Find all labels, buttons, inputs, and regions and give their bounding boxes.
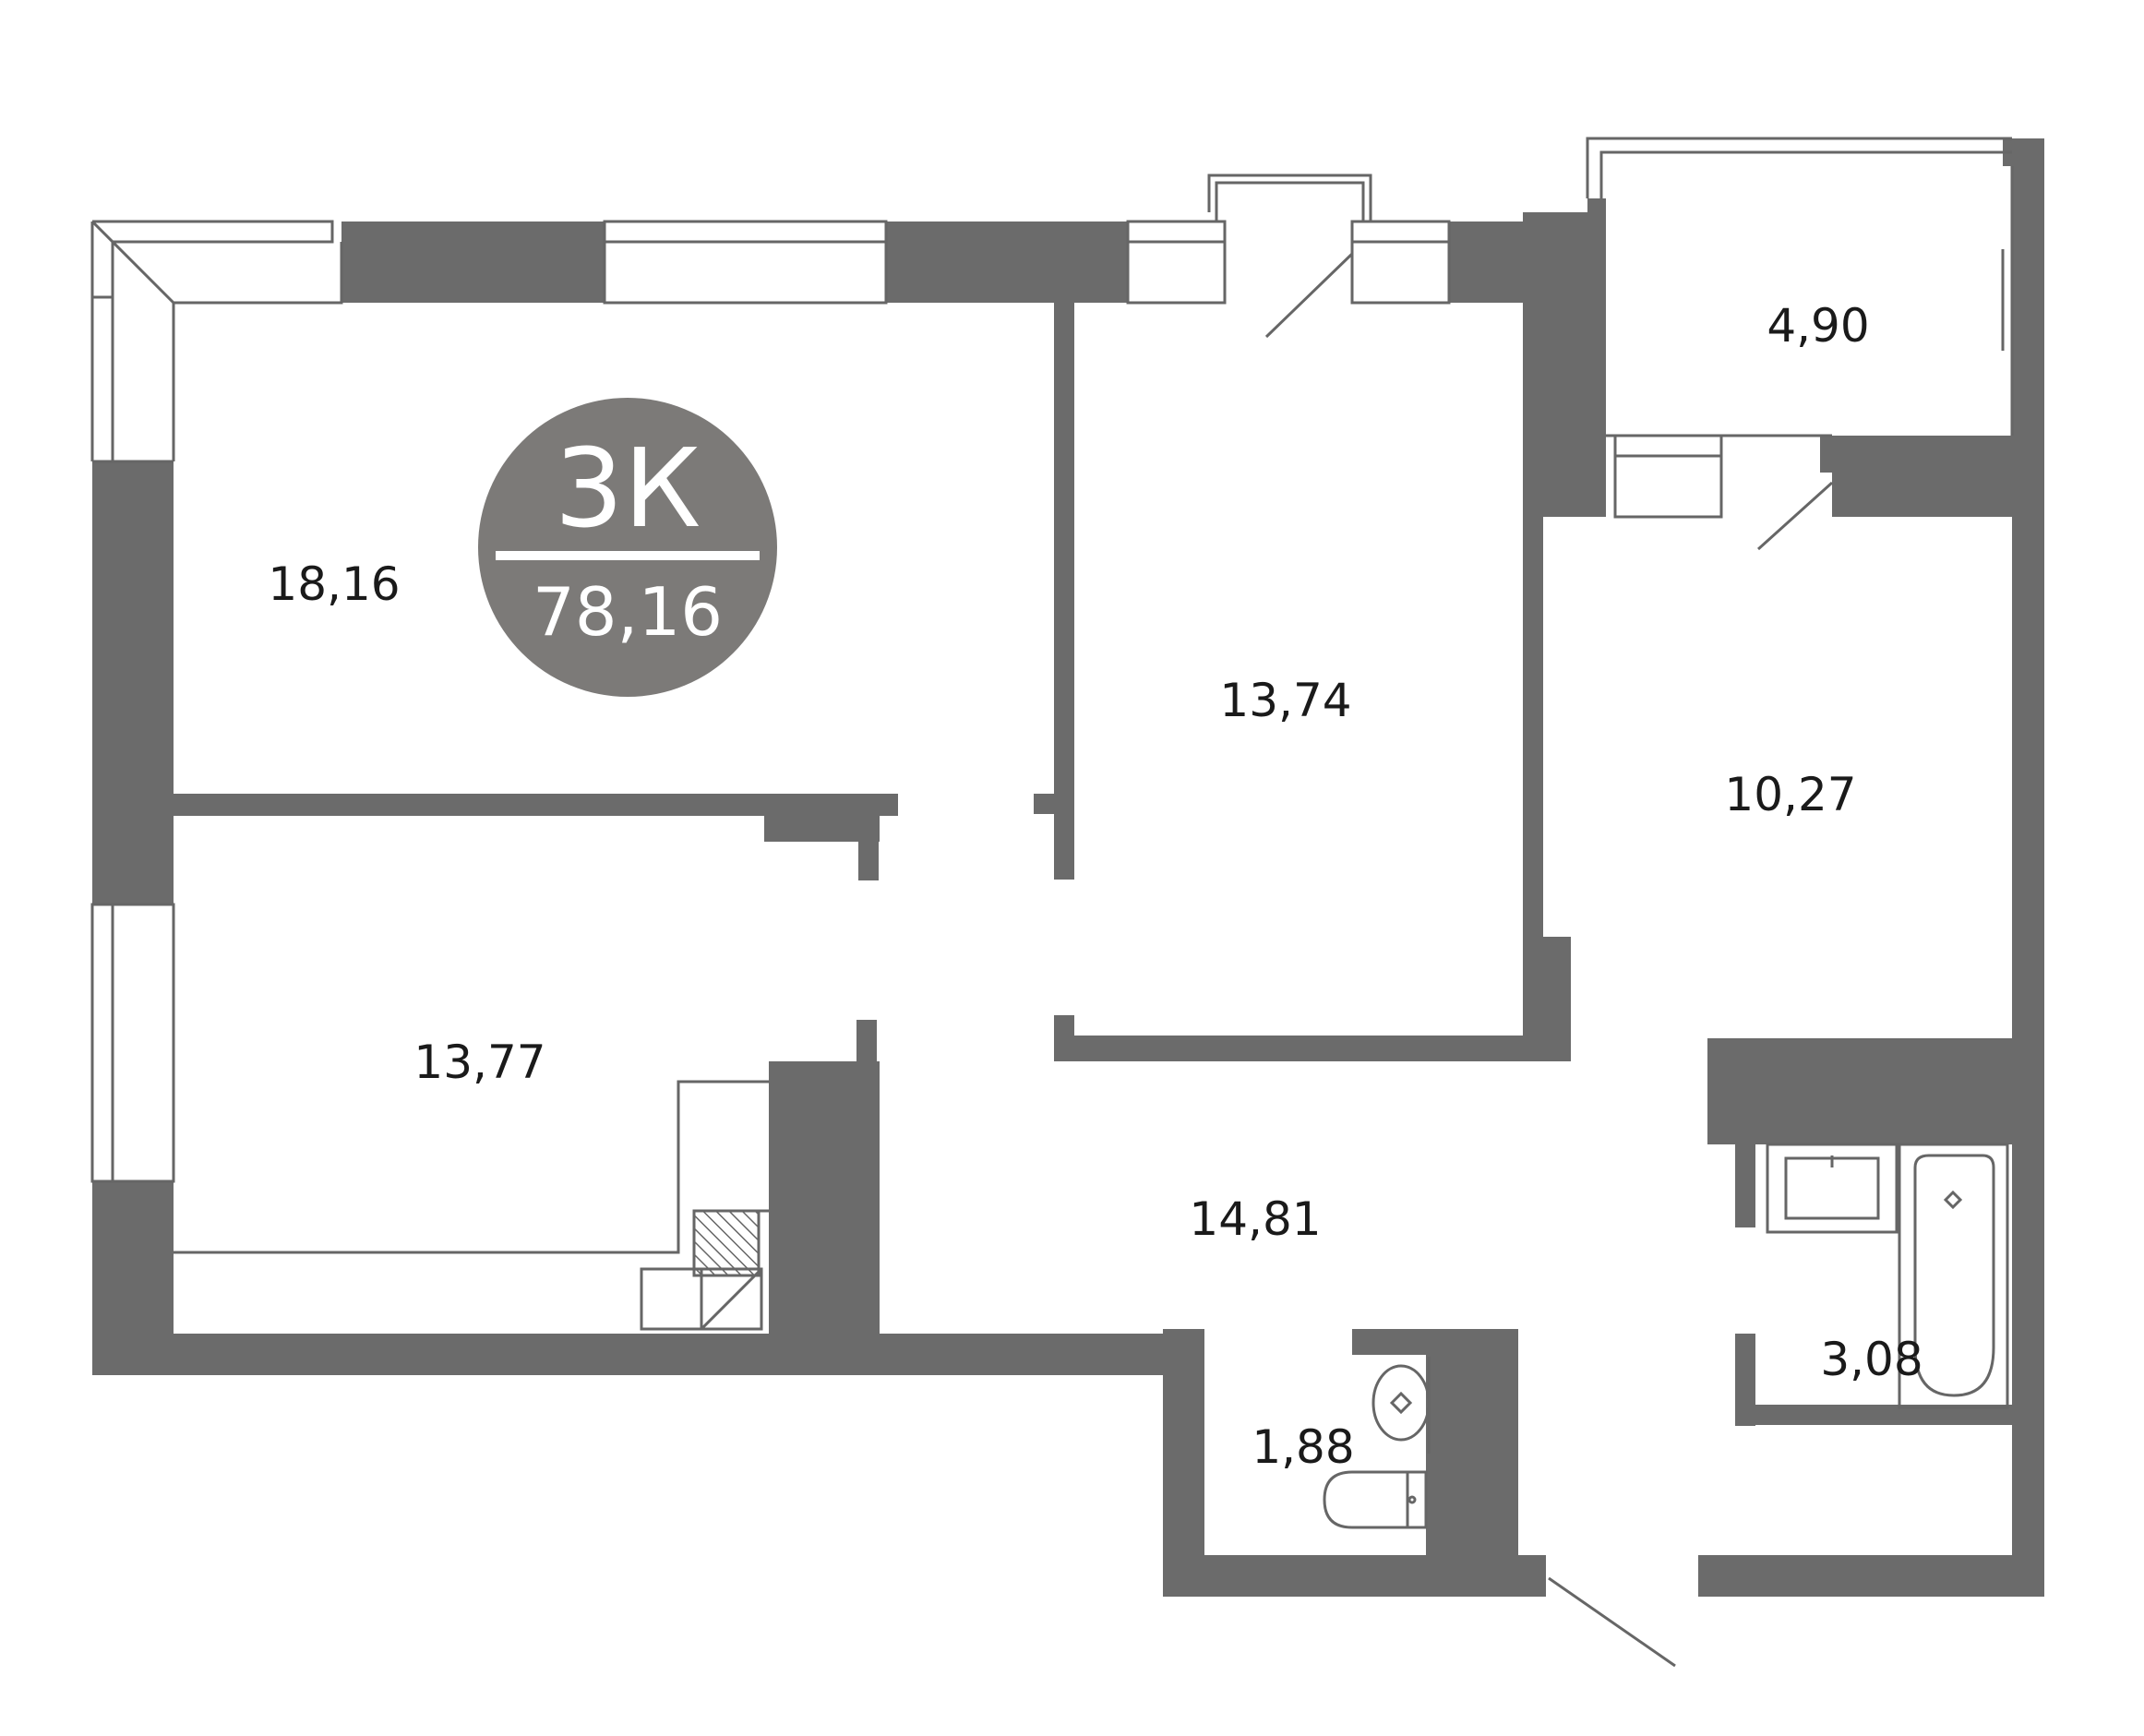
wall-bath-top: [1707, 1038, 2012, 1144]
wall-left-upper: [92, 461, 174, 904]
wall-int-bedrooms: [174, 794, 898, 816]
room-label-4: 10,27: [1724, 768, 1856, 821]
badge-circle: [478, 398, 777, 697]
room-labels: 18,16 13,77 13,74 10,27 4,90 14,81 1,88 …: [268, 299, 1922, 1474]
wall-r3-bottom: [1054, 1036, 1571, 1061]
wall-wc-left: [1163, 1329, 1204, 1597]
wall-balcony-bottom: [1832, 436, 2012, 517]
toilet-sink-icon: [1371, 1364, 1431, 1442]
wall-int-vert: [1054, 303, 1074, 880]
wall-col-mid: [1523, 212, 1587, 517]
bathtub-icon: [1898, 1143, 2009, 1409]
wall-balcony-left: [1587, 198, 1606, 517]
room-label-2: 13,77: [413, 1036, 545, 1089]
wall-wc-right: [1426, 1329, 1518, 1555]
window-top-left: [92, 220, 334, 299]
door-swing-top: [1264, 252, 1354, 339]
wall-bath-left-bottom: [1735, 1334, 1755, 1426]
badge-divider: [496, 551, 760, 560]
room-label-8: 3,08: [1820, 1333, 1922, 1386]
wall-bottom-left: [92, 1334, 1181, 1375]
badge-type: 3К: [555, 425, 701, 552]
room-label-7: 1,88: [1252, 1420, 1354, 1474]
walls: [92, 138, 2044, 1597]
wall-wc-bottom: [1163, 1555, 1546, 1597]
toilet-icon: [1323, 1470, 1409, 1529]
wall-bath-bottom: [1735, 1405, 2012, 1425]
sink-icon: [640, 1267, 703, 1331]
windows: [90, 137, 2014, 1668]
window-top-2: [603, 220, 888, 244]
door-swing-entrance: [1548, 1576, 1676, 1668]
wall-top-mid: [886, 221, 1128, 303]
wall-bath-left-top: [1735, 1135, 1755, 1227]
wall-balcony-bottom-stub: [1820, 436, 1839, 473]
room-label-1: 18,16: [268, 557, 400, 611]
door-swing-balcony: [1756, 481, 1834, 551]
wall-int-stub-2: [858, 816, 879, 880]
room-label-3: 13,74: [1219, 674, 1351, 727]
kitchen-fixtures: [640, 1209, 769, 1331]
wall-bottom-right: [1698, 1555, 2044, 1597]
bathroom-fixtures: [1323, 1143, 2009, 1529]
wall-right: [2012, 138, 2044, 1597]
kitchen-counter: [174, 1080, 769, 1254]
room-label-5: 4,90: [1767, 299, 1869, 353]
room-label-6: 14,81: [1189, 1192, 1321, 1246]
window-left-lower: [90, 903, 114, 1183]
washbasin-icon: [1766, 1143, 1898, 1234]
wall-r3-bottom-stub: [1054, 1015, 1074, 1043]
apartment-badge: 3К 78,16: [478, 398, 777, 697]
wall-top-left: [341, 221, 605, 303]
stove-icon: [692, 1209, 761, 1277]
badge-total-area: 78,16: [533, 573, 723, 651]
balcony-frame: [1586, 137, 2012, 198]
wall-top-right: [1449, 221, 1523, 303]
balcony-door-frame: [1207, 174, 1372, 221]
wall-r3-right-thick: [1543, 937, 1571, 1061]
wall-kitchen-right: [769, 1061, 880, 1338]
